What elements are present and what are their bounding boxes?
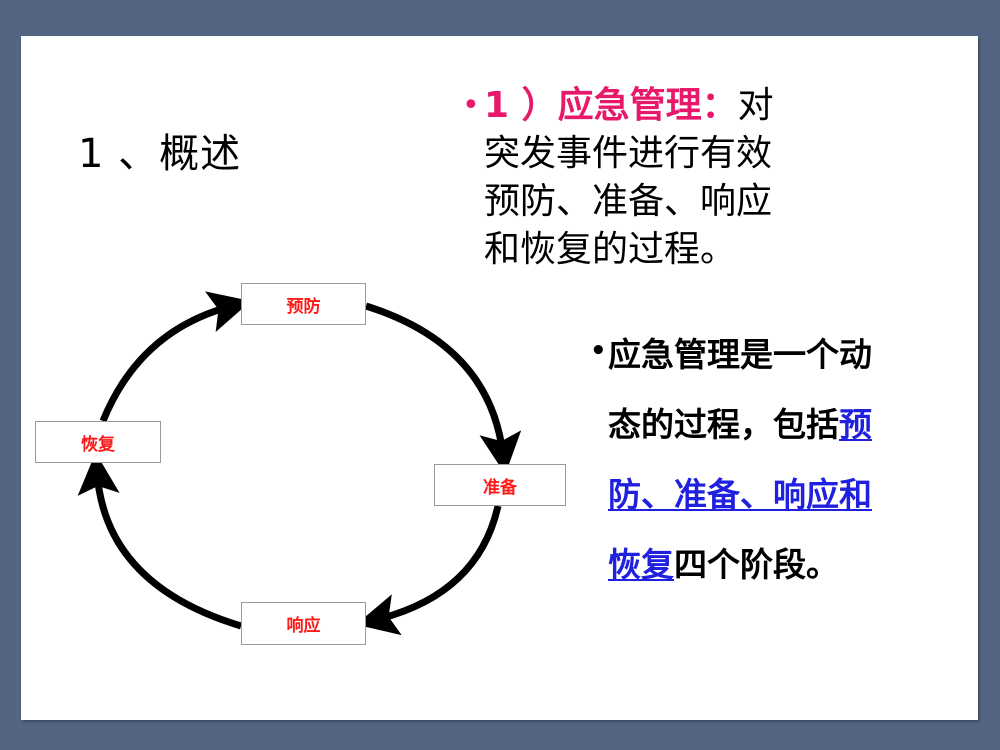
slide-title: 1 、概述 — [78, 131, 242, 177]
arrow-recovery-to-prevention — [99, 291, 251, 423]
arrow-prevention-to-preparedness — [364, 302, 522, 475]
definition-block: • 1 ）应急管理：对 突发事件进行有效 预防、准备、响应 和恢复的过程。 — [462, 82, 842, 274]
definition-text: 对 — [737, 85, 774, 126]
definition-line-2: 突发事件进行有效 — [484, 133, 773, 174]
phases-link[interactable]: 预 — [839, 405, 872, 444]
bullet-icon: • — [462, 88, 480, 123]
phases-link[interactable]: 恢复 — [608, 545, 674, 584]
description-line-2: 态的过程，包括预 — [608, 390, 950, 460]
definition-line-1: 1 ）应急管理：对 — [484, 82, 842, 130]
node-recovery: 恢复 — [35, 421, 161, 463]
arrow-response-to-recovery — [77, 452, 243, 630]
definition-heading: 1 ）应急管理： — [484, 85, 738, 126]
definition-line-3: 预防、准备、响应 — [484, 181, 773, 222]
phases-link[interactable]: 防、准备、响应和 — [608, 475, 872, 514]
node-response: 响应 — [241, 602, 366, 645]
slide-canvas — [21, 36, 978, 720]
node-preparedness: 准备 — [434, 464, 566, 506]
description-block: • 应急管理是一个动 态的过程，包括预 防、准备、响应和 恢复四个阶段。 — [590, 320, 950, 600]
description-text: 态的过程，包括 — [608, 405, 839, 444]
node-prevention: 预防 — [241, 283, 366, 325]
definition-line-4: 和恢复的过程。 — [484, 229, 737, 270]
description-line-4: 恢复四个阶段。 — [608, 530, 950, 600]
description-line-1: 应急管理是一个动 — [608, 335, 872, 374]
bullet-icon: • — [590, 336, 607, 366]
arrow-preparedness-to-response — [355, 505, 502, 636]
description-line-3: 防、准备、响应和 — [608, 460, 950, 530]
description-text: 四个阶段。 — [674, 545, 839, 584]
